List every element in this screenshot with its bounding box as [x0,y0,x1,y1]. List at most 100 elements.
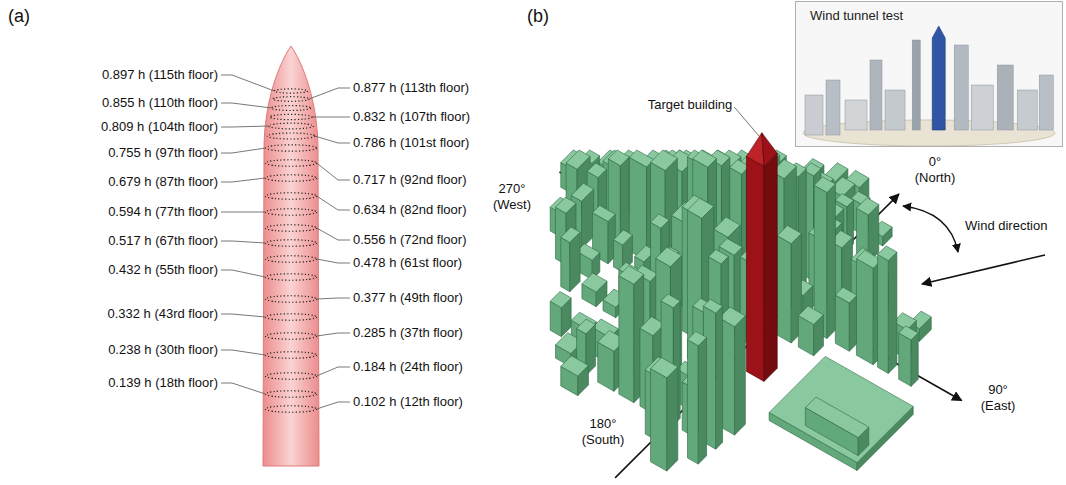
direction-label: 0° (North) [908,154,962,186]
model-block [971,85,993,130]
model-block [870,60,882,130]
block-face [651,358,678,378]
block-face [899,326,919,340]
wind-arrow [922,255,1045,284]
leader-line [221,383,265,394]
city-block [805,397,868,456]
leader-line [734,107,759,136]
panel-label: (a) [8,6,30,27]
floor-label: 0.634 h (82nd floor) [353,202,466,218]
block-face [888,252,897,373]
floor-label: 0.238 h (30th floor) [108,342,218,358]
inset-panel: Wind tunnel test [795,1,1063,147]
leader-line [221,103,271,108]
floor-ring [265,160,316,166]
floor-ring [274,89,307,93]
floor-label: 0.832 h (107th floor) [353,109,470,125]
block-face [719,307,745,327]
model-block [912,40,920,130]
block-face [835,194,853,207]
floor-label: 0.139 h (18th floor) [108,375,218,391]
block-face [835,287,857,303]
floor-label: 0.102 h (12th floor) [353,394,463,410]
floor-label: 0.332 h (43rd floor) [107,306,218,322]
floor-ring [265,352,316,358]
leader-line [221,241,265,243]
leader-line [221,148,266,153]
floor-label: 0.855 h (110th floor) [102,95,218,111]
panel-label: (b) [527,6,549,27]
panel-heading: Wind tunnel test [810,8,903,24]
block-face [716,306,723,449]
block-face [608,150,629,166]
block-face [687,198,713,218]
city-block [899,326,919,386]
model-target-tower [932,26,945,130]
block-face [651,150,678,171]
block-face [582,273,607,292]
floor-label: 0.184 h (24th floor) [353,359,463,375]
leader-line [317,298,350,299]
leader-line [317,228,350,240]
floor-ring [271,106,310,111]
floor-ring [273,97,309,102]
wind-tunnel-photo [795,1,1063,147]
block-face [856,259,873,365]
model-block [845,100,867,130]
block-face [714,217,740,237]
target-building [746,133,777,382]
floor-label: 0.877 h (113th floor) [353,80,469,96]
floor-ring [270,114,312,119]
direction-label: 270° (West) [485,181,539,213]
block-face [835,295,849,351]
floor-label: 0.809 h (104th floor) [101,119,218,135]
model-block [805,95,823,135]
block-face [555,197,576,213]
model-block [954,45,968,130]
floor-label: 0.786 h (101st floor) [353,135,469,151]
block-face [550,292,571,308]
city-block [878,246,897,373]
block-face [577,319,596,334]
block-face [703,299,722,313]
city-block [550,292,571,337]
floor-label: 0.594 h (77th floor) [108,204,218,220]
floor-ring [265,274,316,280]
direction-label: 180° (South) [576,416,630,448]
city-block [687,331,706,464]
leader-line [317,163,350,180]
leader-line [221,126,269,127]
floor-label: 0.679 h (87th floor) [108,174,218,190]
block-face [561,227,580,242]
block-face [709,249,729,263]
block-face [827,184,835,338]
block-face [629,150,653,167]
floor-label: 0.517 h (67th floor) [108,233,218,249]
city-block [777,225,801,343]
city-model [550,133,931,471]
block-face [587,163,606,178]
leader-line [315,136,350,143]
model-block [1017,90,1037,130]
floor-ring [265,225,316,231]
floor-ring [269,123,314,129]
block-face [798,306,823,324]
block-face [735,316,746,435]
floor-ring [265,333,316,339]
block-face [719,239,742,256]
floor-label: 0.897 h (115th floor) [102,67,218,83]
block-face [762,133,777,167]
model-block [997,65,1013,130]
leader-line [221,350,265,355]
direction-label: 90° (East) [971,382,1025,414]
floor-label: 0.478 h (61st floor) [353,255,462,271]
block-face [651,214,670,228]
leader-line [309,88,350,99]
leader-line [221,270,265,277]
building-outline [263,46,319,466]
block-face [849,295,857,351]
floor-ring [265,193,316,199]
block-face [661,294,680,308]
floor-label: 0.556 h (72nd floor) [353,232,466,248]
city-block [561,227,580,292]
